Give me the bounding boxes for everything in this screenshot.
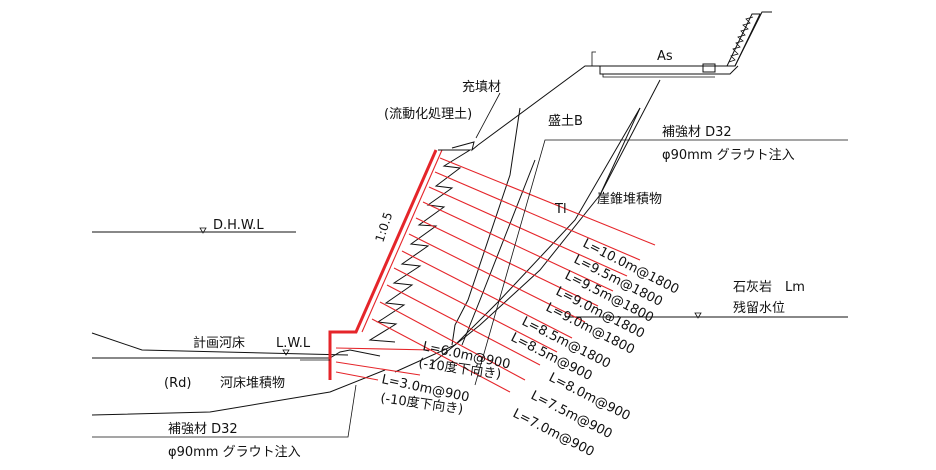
leader-filler xyxy=(475,92,501,139)
lower-anchor-labels: L=6.0m@900 (-10度下向き) L=3.0m@900 (-10度下向き… xyxy=(379,339,511,417)
label-rebar-bottom-2: φ90mm グラウト注入 xyxy=(168,445,301,460)
embankment-line-1 xyxy=(451,107,521,346)
label-rebar-top-2: φ90mm グラウト注入 xyxy=(662,148,795,163)
lwl-marker xyxy=(282,349,290,356)
residual-water-marker xyxy=(694,312,702,319)
label-filler: 充填材 xyxy=(462,79,501,95)
label-rebar-top-1: 補強材 D32 xyxy=(662,125,732,140)
label-lwl: L.W.L xyxy=(276,336,311,351)
anchor-labels: L=10.0m@1800 L=9.5m@1800 L=9.5m@1800 L=9… xyxy=(508,236,681,460)
road-pavement xyxy=(599,65,739,75)
label-residual-water: 残留水位 xyxy=(733,301,785,316)
deposit-line xyxy=(91,369,386,416)
label-filler-sub: (流動化処理土) xyxy=(384,107,472,122)
right-retaining-truss xyxy=(726,13,761,67)
talus-line-2 xyxy=(429,79,661,366)
river-bed-left xyxy=(91,332,349,356)
talus-line-1 xyxy=(599,107,641,196)
label-river-bed-deposit: 河床堆積物 xyxy=(220,376,285,391)
leader-bottom-rebar xyxy=(92,384,357,438)
road-pavement-bottom xyxy=(602,74,715,78)
label-asphalt: As xyxy=(657,49,673,64)
anchors xyxy=(335,157,656,393)
bed-step xyxy=(329,349,381,359)
label-planned-bed: 計画河床 xyxy=(193,335,245,351)
label-rebar-bottom-1: 補強材 D32 xyxy=(168,422,238,437)
filler-boundary xyxy=(451,141,479,152)
limestone-line xyxy=(394,107,641,373)
label-ti: Tl xyxy=(554,202,567,217)
guard-post xyxy=(591,51,596,66)
leader-top-rebar xyxy=(474,139,848,386)
label-dhwl: D.H.W.L xyxy=(213,218,264,233)
dhwl-marker xyxy=(199,227,207,234)
label-embankment: 盛土B xyxy=(548,114,583,129)
label-limestone: 石灰岩 Lm xyxy=(733,280,805,295)
road-drain xyxy=(702,63,716,73)
label-slope: 1:0.5 xyxy=(373,210,396,244)
label-rd: (Rd) xyxy=(164,376,191,391)
label-talus: 崖錐堆積物 xyxy=(597,192,662,207)
